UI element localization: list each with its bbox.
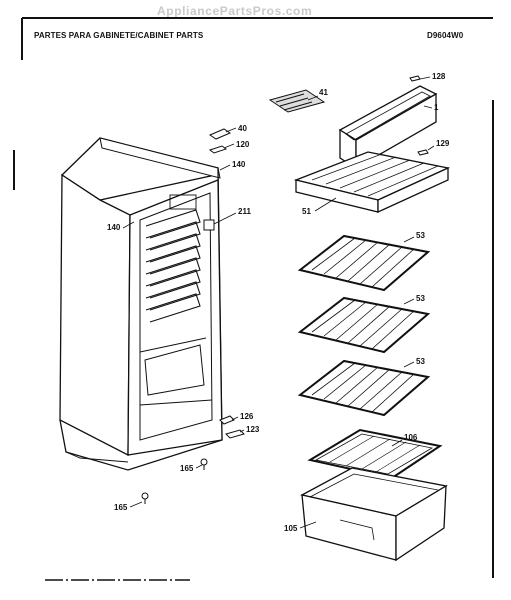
watermark-text: AppliancePartsPros.com <box>157 4 313 18</box>
freezer-door <box>338 85 438 170</box>
page-title: PARTES PARA GABINETE/CABINET PARTS <box>34 31 204 40</box>
callout-41: 41 <box>319 88 328 97</box>
callout-labels: 41 40 120 140 140 211 128 1 129 51 53 53… <box>107 72 450 533</box>
wire-shelf-middle <box>297 296 431 354</box>
callout-53-bottom: 53 <box>416 357 425 366</box>
callout-53-top: 53 <box>416 231 425 240</box>
callout-1: 1 <box>434 103 439 112</box>
callout-165-b: 165 <box>114 503 128 512</box>
callout-53-middle: 53 <box>416 294 425 303</box>
frame <box>13 17 494 581</box>
callout-126: 126 <box>240 412 254 421</box>
callout-140-left: 140 <box>107 223 121 232</box>
callout-165-a: 165 <box>180 464 194 473</box>
wire-shelf-top <box>297 234 431 292</box>
callout-128: 128 <box>432 72 446 81</box>
callout-211: 211 <box>238 207 251 216</box>
callout-129: 129 <box>436 139 450 148</box>
small-parts <box>141 75 429 504</box>
crisper-cover <box>307 428 443 480</box>
cabinet <box>59 137 223 471</box>
callout-51: 51 <box>302 207 311 216</box>
callout-105: 105 <box>284 524 298 533</box>
callout-123: 123 <box>246 425 260 434</box>
wire-shelf-bottom <box>297 359 431 417</box>
callout-106: 106 <box>404 433 418 442</box>
liner-ridges <box>145 209 201 323</box>
diagram-code: D9604W0 <box>427 31 464 40</box>
callout-40: 40 <box>238 124 247 133</box>
leader-lines <box>122 76 435 529</box>
crisper-drawer <box>300 467 448 562</box>
callout-140-right: 140 <box>232 160 246 169</box>
freezer-tray <box>293 151 451 214</box>
callout-120: 120 <box>236 140 250 149</box>
